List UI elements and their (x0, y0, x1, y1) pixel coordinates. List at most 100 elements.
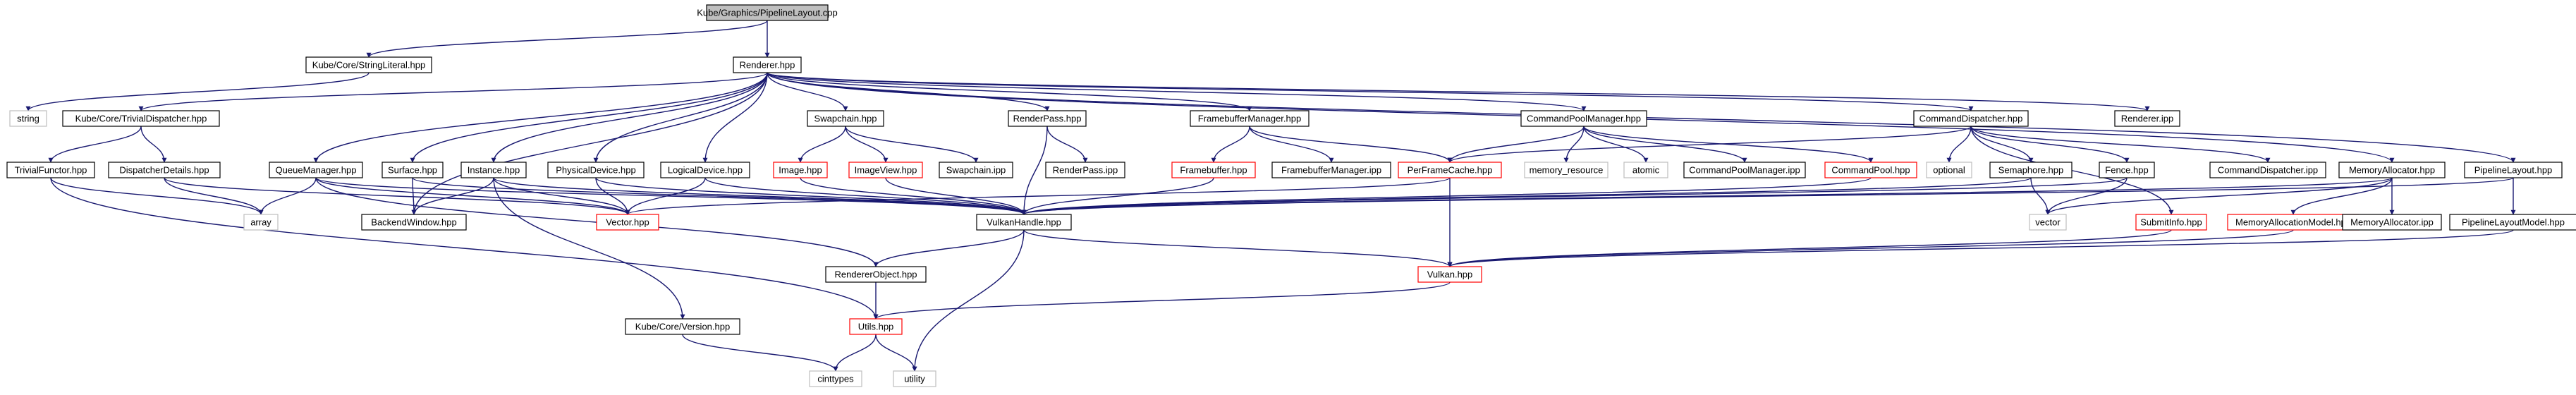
node-label-trivial-functor-hpp: TrivialFunctor.hpp (15, 164, 87, 175)
node-surface-hpp[interactable]: Surface.hpp (381, 162, 444, 178)
node-label-version-hpp: Kube/Core/Version.hpp (635, 321, 730, 332)
edge-memory-allocator-hpp-to-vector (2045, 177, 2393, 215)
edge-command-dispatcher-hpp-to-per-frame-cache-hpp (1447, 126, 1972, 163)
node-renderer-object-hpp[interactable]: RendererObject.hpp (825, 266, 927, 283)
node-memory-allocator-hpp[interactable]: MemoryAllocator.hpp (2338, 162, 2446, 178)
node-command-pool-hpp[interactable]: CommandPool.hpp (1824, 162, 1917, 178)
node-label-memory-allocation-model-hpp: MemoryAllocationModel.hpp (2235, 217, 2351, 227)
node-image-view-hpp[interactable]: ImageView.hpp (848, 162, 923, 178)
edge-trivial-dispatcher-hpp-to-dispatcher-details-hpp (140, 126, 167, 163)
node-logical-device-hpp[interactable]: LogicalDevice.hpp (660, 162, 750, 178)
node-memory-allocator-ipp[interactable]: MemoryAllocator.ipp (2342, 214, 2442, 231)
node-trivial-functor-hpp[interactable]: TrivialFunctor.hpp (6, 162, 95, 178)
edge-renderer-hpp-to-trivial-dispatcher-hpp (138, 72, 768, 111)
node-utils-hpp[interactable]: Utils.hpp (849, 318, 903, 335)
node-box-renderer-ipp (2114, 110, 2180, 127)
node-memory-allocation-model-hpp[interactable]: MemoryAllocationModel.hpp (2227, 214, 2360, 231)
node-label-string-literal-hpp: Kube/Core/StringLiteral.hpp (312, 59, 425, 70)
edge-framebuffer-manager-hpp-to-framebuffer-hpp (1211, 126, 1250, 163)
node-label-surface-hpp: Surface.hpp (388, 164, 437, 175)
edge-pipeline-layout-hpp-to-vulkan-handle-hpp (1022, 177, 2514, 215)
node-label-array: array (250, 217, 271, 227)
node-box-renderer-object-hpp (825, 266, 927, 283)
node-box-array (243, 214, 279, 231)
node-renderer-hpp[interactable]: Renderer.hpp (733, 56, 802, 73)
node-box-framebuffer-manager-ipp (1271, 162, 1391, 178)
node-submit-info-hpp[interactable]: SubmitInfo.hpp (2135, 214, 2207, 231)
node-vulkan-hpp[interactable]: Vulkan.hpp (1417, 266, 1482, 283)
node-render-pass-hpp[interactable]: RenderPass.hpp (1008, 110, 1087, 127)
node-command-pool-manager-hpp[interactable]: CommandPoolManager.hpp (1520, 110, 1647, 127)
node-swapchain-ipp[interactable]: Swapchain.ipp (939, 162, 1013, 178)
edge-surface-hpp-to-backend-window-hpp (411, 177, 417, 215)
edge-logical-device-hpp-to-vector-hpp (625, 177, 706, 215)
node-label-per-frame-cache-hpp: PerFrameCache.hpp (1408, 164, 1493, 175)
node-box-utility (893, 370, 936, 387)
edge-vulkan-hpp-to-utils-hpp (873, 281, 1451, 320)
node-label-memory-resource: memory_resource (1530, 164, 1604, 175)
node-string: string (9, 110, 47, 127)
node-pipeline-layout-cpp[interactable]: Kube/Graphics/PipelineLayout.cpp (697, 4, 838, 21)
node-dispatcher-details-hpp[interactable]: DispatcherDetails.hpp (108, 162, 221, 178)
node-instance-hpp[interactable]: Instance.hpp (460, 162, 527, 178)
edge-semaphore-hpp-to-vector (2030, 177, 2051, 215)
node-label-utils-hpp: Utils.hpp (858, 321, 894, 332)
node-label-command-dispatcher-hpp: CommandDispatcher.hpp (1919, 113, 2023, 123)
node-label-command-pool-manager-hpp: CommandPoolManager.hpp (1527, 113, 1641, 123)
node-box-command-pool-manager-ipp (1683, 162, 1806, 178)
node-box-vulkan-hpp (1417, 266, 1482, 283)
edge-command-dispatcher-hpp-to-optional (1946, 126, 1972, 163)
node-box-render-pass-hpp (1008, 110, 1087, 127)
node-swapchain-hpp[interactable]: Swapchain.hpp (807, 110, 884, 127)
node-box-vector-hpp (596, 214, 659, 231)
node-label-image-hpp: Image.hpp (779, 164, 822, 175)
edge-memory-allocation-model-hpp-to-vulkan-hpp (1447, 229, 2294, 267)
node-renderer-ipp[interactable]: Renderer.ipp (2114, 110, 2180, 127)
node-command-dispatcher-hpp[interactable]: CommandDispatcher.hpp (1913, 110, 2029, 127)
edge-vulkan-handle-hpp-to-vulkan-hpp (1023, 229, 1453, 267)
node-backend-window-hpp[interactable]: BackendWindow.hpp (361, 214, 467, 231)
edge-renderer-hpp-to-command-dispatcher-hpp (767, 72, 1974, 111)
node-trivial-dispatcher-hpp[interactable]: Kube/Core/TrivialDispatcher.hpp (62, 110, 220, 127)
node-box-framebuffer-manager-hpp (1190, 110, 1310, 127)
edge-utils-hpp-to-cinttypes (833, 334, 877, 372)
node-image-hpp[interactable]: Image.hpp (773, 162, 828, 178)
node-atomic: atomic (1623, 162, 1668, 178)
edge-trivial-functor-hpp-to-array (50, 177, 264, 215)
node-pipeline-layout-model-hpp[interactable]: PipelineLayoutModel.hpp (2449, 214, 2576, 231)
node-vector-hpp[interactable]: Vector.hpp (596, 214, 659, 231)
edge-image-view-hpp-to-vulkan-handle-hpp (885, 177, 1027, 215)
node-per-frame-cache-hpp[interactable]: PerFrameCache.hpp (1398, 162, 1502, 178)
edge-image-hpp-to-vulkan-handle-hpp (800, 177, 1027, 215)
edge-renderer-hpp-to-swapchain-hpp (767, 72, 848, 111)
node-label-memory-allocator-ipp: MemoryAllocator.ipp (2350, 217, 2434, 227)
edge-renderer-hpp-to-renderer-ipp (767, 72, 2150, 111)
node-framebuffer-hpp[interactable]: Framebuffer.hpp (1171, 162, 1256, 178)
node-version-hpp[interactable]: Kube/Core/Version.hpp (625, 318, 740, 335)
edge-dispatcher-details-hpp-to-array (164, 177, 264, 215)
node-label-command-pool-hpp: CommandPool.hpp (1831, 164, 1910, 175)
node-render-pass-ipp[interactable]: RenderPass.ipp (1045, 162, 1125, 178)
node-string-literal-hpp[interactable]: Kube/Core/StringLiteral.hpp (305, 56, 432, 73)
node-label-swapchain-ipp: Swapchain.ipp (946, 164, 1006, 175)
edge-instance-hpp-to-backend-window-hpp (411, 177, 494, 215)
node-physical-device-hpp[interactable]: PhysicalDevice.hpp (547, 162, 645, 178)
node-vulkan-handle-hpp[interactable]: VulkanHandle.hpp (976, 214, 1072, 231)
node-label-swapchain-hpp: Swapchain.hpp (814, 113, 877, 123)
node-array: array (243, 214, 279, 231)
node-label-vector-hpp: Vector.hpp (606, 217, 649, 227)
edge-memory-allocator-hpp-to-memory-allocation-model-hpp (2290, 177, 2393, 215)
node-framebuffer-manager-ipp[interactable]: FramebufferManager.ipp (1271, 162, 1391, 178)
node-label-queue-manager-hpp: QueueManager.hpp (276, 164, 357, 175)
edge-trivial-functor-hpp-to-utils-hpp (50, 177, 879, 320)
node-command-pool-manager-ipp[interactable]: CommandPoolManager.ipp (1683, 162, 1806, 178)
node-fence-hpp[interactable]: Fence.hpp (2099, 162, 2155, 178)
node-command-dispatcher-ipp[interactable]: CommandDispatcher.ipp (2209, 162, 2326, 178)
node-box-submit-info-hpp (2135, 214, 2207, 231)
node-label-physical-device-hpp: PhysicalDevice.hpp (556, 164, 635, 175)
node-framebuffer-manager-hpp[interactable]: FramebufferManager.hpp (1190, 110, 1310, 127)
node-queue-manager-hpp[interactable]: QueueManager.hpp (269, 162, 363, 178)
node-pipeline-layout-hpp[interactable]: PipelineLayout.hpp (2464, 162, 2563, 178)
node-semaphore-hpp[interactable]: Semaphore.hpp (1989, 162, 2073, 178)
node-box-memory-resource (1524, 162, 1609, 178)
